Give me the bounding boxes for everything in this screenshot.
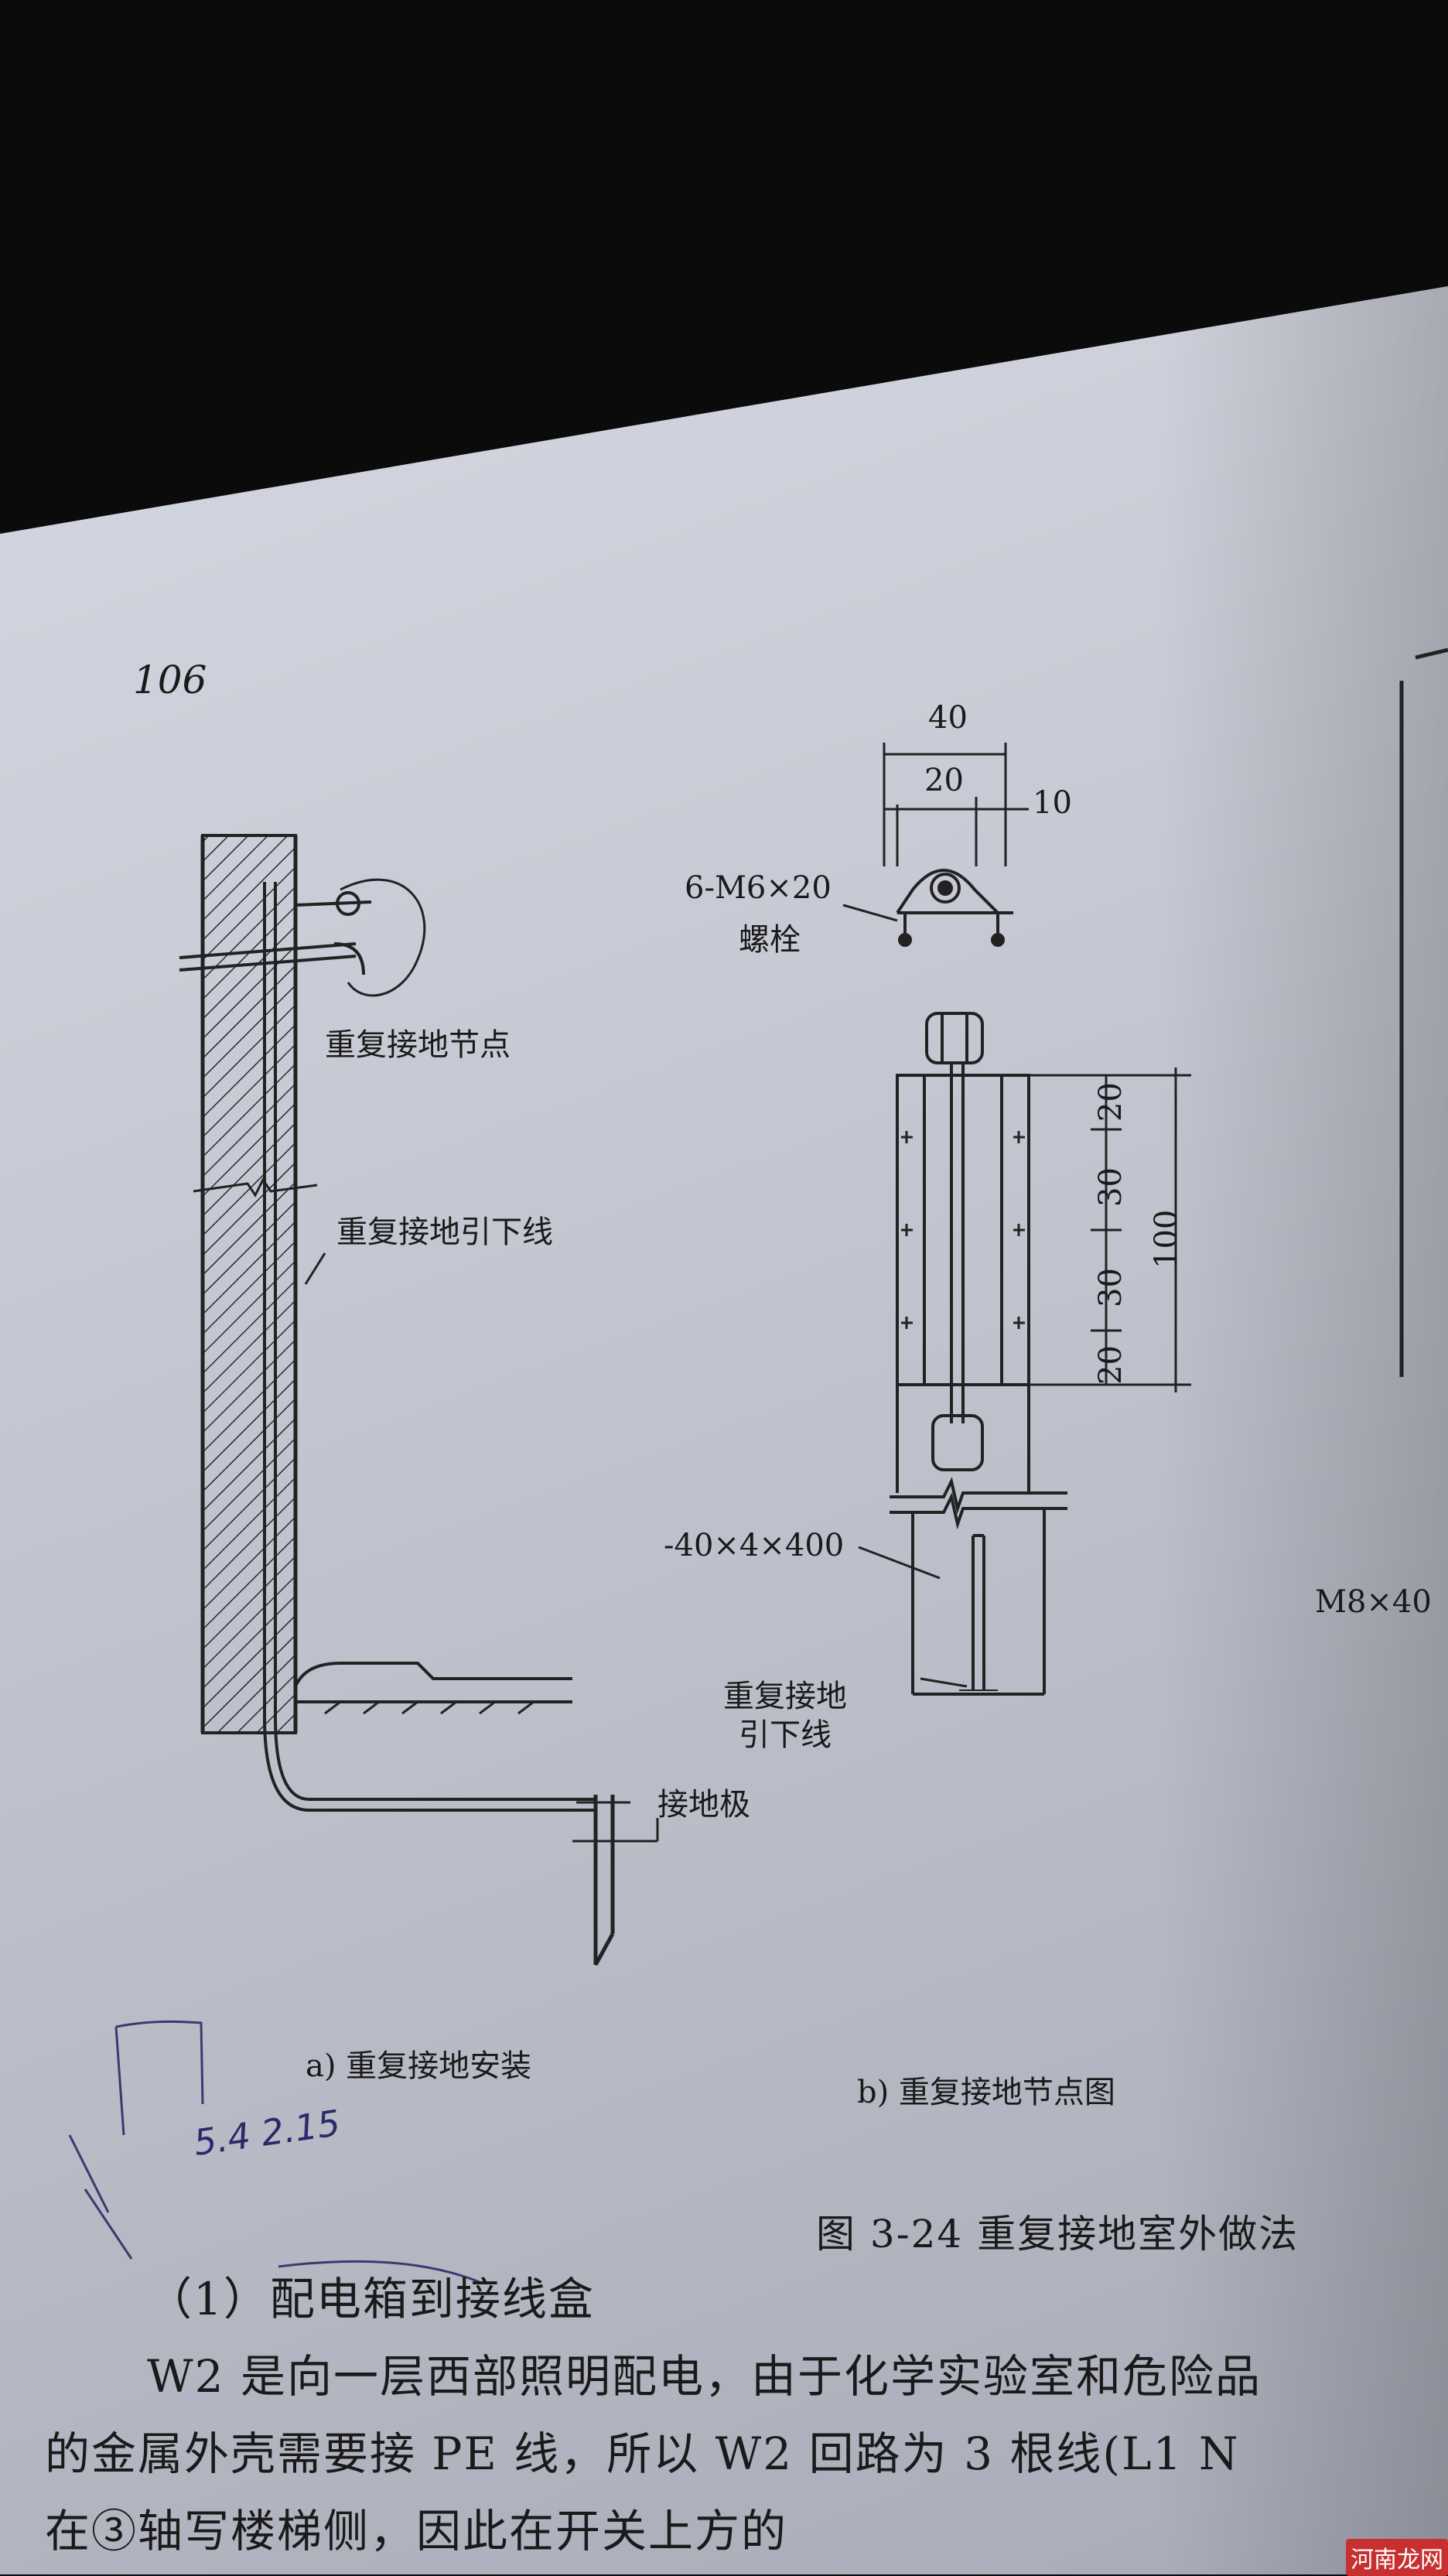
dim-20: 20 bbox=[924, 763, 964, 798]
side-dimension bbox=[1029, 1068, 1191, 1392]
downlead-leader bbox=[304, 1252, 326, 1285]
flat-steel-strip bbox=[890, 1385, 1067, 1696]
figure-title: 图 3-24 重复接地室外做法 bbox=[816, 2212, 1299, 2257]
paragraph-line-2: 的金属外壳需要接 PE 线，所以 W2 回路为 3 根线(L1 N bbox=[45, 2427, 1240, 2480]
rod-cap-bottom bbox=[931, 1414, 984, 1471]
partial-right-figure bbox=[1399, 647, 1448, 1377]
page-number: 106 bbox=[133, 658, 207, 702]
steel-leader bbox=[858, 1546, 941, 1580]
bolt-marks bbox=[901, 1131, 1025, 1329]
label-electrode: 接地极 bbox=[657, 1787, 750, 1823]
caption-a: a) 重复接地安装 bbox=[306, 2048, 532, 2084]
watermark: 河南龙网 bbox=[1346, 2539, 1448, 2576]
section-heading: （1）配电箱到接线盒 bbox=[147, 2273, 595, 2325]
bolt-name: 螺栓 bbox=[739, 922, 801, 958]
downlead-wire bbox=[263, 882, 596, 1812]
b-downlead-line1: 重复接地 bbox=[723, 1679, 847, 1714]
paragraph-line-1: W2 是向一层西部照明配电，由于化学实验室和危险品 bbox=[147, 2350, 1262, 2403]
clamp-side-view bbox=[896, 1063, 1030, 1423]
handwritten-marks bbox=[68, 2020, 480, 2284]
dim-seg4: 20 bbox=[1093, 1345, 1129, 1385]
flat-steel-label: -40×4×400 bbox=[664, 1528, 845, 1563]
top-dimension bbox=[883, 743, 1029, 866]
grounding-electrode bbox=[572, 1795, 657, 1966]
dim-seg3: 30 bbox=[1093, 1268, 1129, 1307]
dim-total: 100 bbox=[1149, 1209, 1184, 1269]
rod-cap-top bbox=[925, 1012, 984, 1064]
ground-hatch bbox=[324, 1700, 534, 1715]
clamp-top-view bbox=[896, 869, 1013, 947]
ground-surface bbox=[201, 1662, 572, 1734]
node-bracket bbox=[179, 878, 426, 997]
paragraph-line-3: 在③轴写楼梯侧，因此在开关上方的 bbox=[45, 2505, 788, 2557]
dim-seg1: 20 bbox=[1093, 1082, 1129, 1122]
wall-section bbox=[200, 834, 298, 1734]
caption-b: b) 重复接地节点图 bbox=[857, 2075, 1115, 2110]
label-downlead: 重复接地引下线 bbox=[336, 1215, 553, 1250]
dim-40: 40 bbox=[928, 700, 968, 736]
bolt-spec: 6-M6×20 bbox=[685, 870, 832, 906]
bolt-leader bbox=[842, 904, 898, 922]
dim-10: 10 bbox=[1033, 785, 1072, 821]
right-partial-label: M8×40 bbox=[1315, 1584, 1432, 1620]
b-downlead-line2: 引下线 bbox=[739, 1717, 832, 1753]
wall-break-mark bbox=[193, 1177, 318, 1197]
label-node: 重复接地节点 bbox=[325, 1027, 511, 1063]
dim-seg2: 30 bbox=[1093, 1167, 1129, 1207]
b-downlead-leader bbox=[920, 1677, 968, 1688]
